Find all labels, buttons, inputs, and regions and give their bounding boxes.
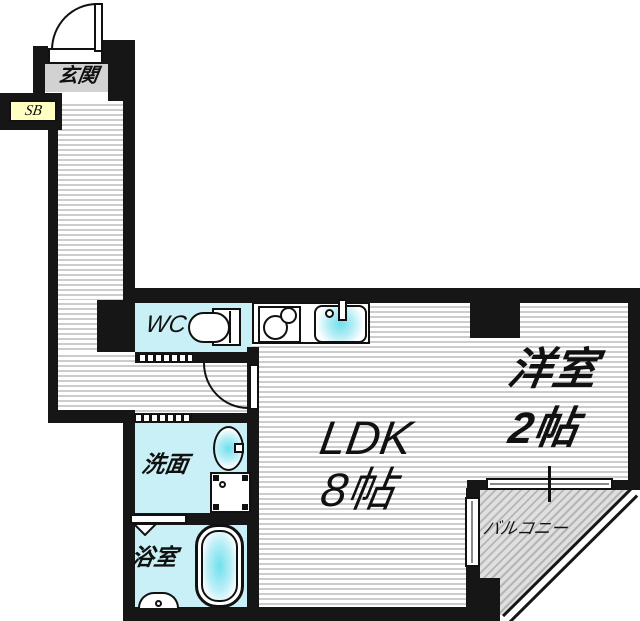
corridor-floor-narrow (58, 300, 97, 352)
ldk-label: LDK 8帖 (254, 411, 470, 516)
wc-label: WC (143, 311, 189, 338)
wall (123, 413, 135, 621)
ldk-name: LDK (316, 411, 417, 464)
stove-burner-large-icon (263, 315, 288, 340)
shoe-box: SB (9, 100, 57, 122)
shoe-box-label: SB (23, 103, 43, 119)
folding-door-triangle-icon (133, 523, 157, 536)
bath-drain-icon (138, 592, 179, 608)
washing-machine-icon (210, 472, 251, 513)
wall (247, 423, 259, 607)
wall (108, 64, 135, 101)
faucet-knob-icon (325, 309, 334, 318)
washbasin-faucet-icon (234, 443, 244, 453)
bathtub-icon (195, 524, 244, 608)
washroom-door-leaf (130, 514, 187, 524)
pillar (470, 303, 520, 338)
ldk-size: 8帖 (317, 462, 399, 516)
balcony-floor (480, 490, 628, 615)
balcony-label: バルコニー (481, 519, 570, 538)
genkan-step (44, 92, 123, 101)
side-window-icon (465, 497, 480, 567)
entrance-door-arc-icon (51, 3, 97, 50)
wall (48, 101, 58, 423)
western-room-size: 2帖 (505, 404, 582, 454)
wall (466, 488, 480, 498)
entrance-door-leaf (94, 3, 103, 52)
western-room-name: 洋室 (504, 345, 601, 394)
western-room-label: 洋室 2帖 (459, 340, 638, 459)
entrance-threshold (48, 48, 103, 64)
ldk-door-leaf (249, 364, 259, 410)
ldk-floor-lower (252, 490, 466, 607)
genkan-floor (44, 63, 108, 92)
wall-right (628, 291, 640, 490)
wall (123, 101, 135, 352)
wall (33, 64, 45, 101)
wall (97, 300, 135, 352)
wall-top (135, 288, 640, 303)
wall (48, 410, 135, 423)
wc-sliding-door (136, 354, 193, 362)
stove-burner-small-icon (280, 307, 297, 324)
balcony-wall-block (466, 578, 500, 621)
window-center-tick (548, 466, 551, 502)
bathroom-label: 浴室 (129, 544, 180, 570)
genkan-label: 玄関 (56, 65, 100, 87)
corridor-floor (58, 101, 123, 300)
washroom-sliding-door (132, 414, 192, 422)
toilet-bowl-icon (188, 312, 230, 343)
washroom-label: 洗面 (140, 451, 191, 477)
wall (103, 40, 135, 64)
wall-bottom (123, 607, 500, 621)
wall (33, 46, 48, 64)
faucet-icon (338, 299, 347, 321)
